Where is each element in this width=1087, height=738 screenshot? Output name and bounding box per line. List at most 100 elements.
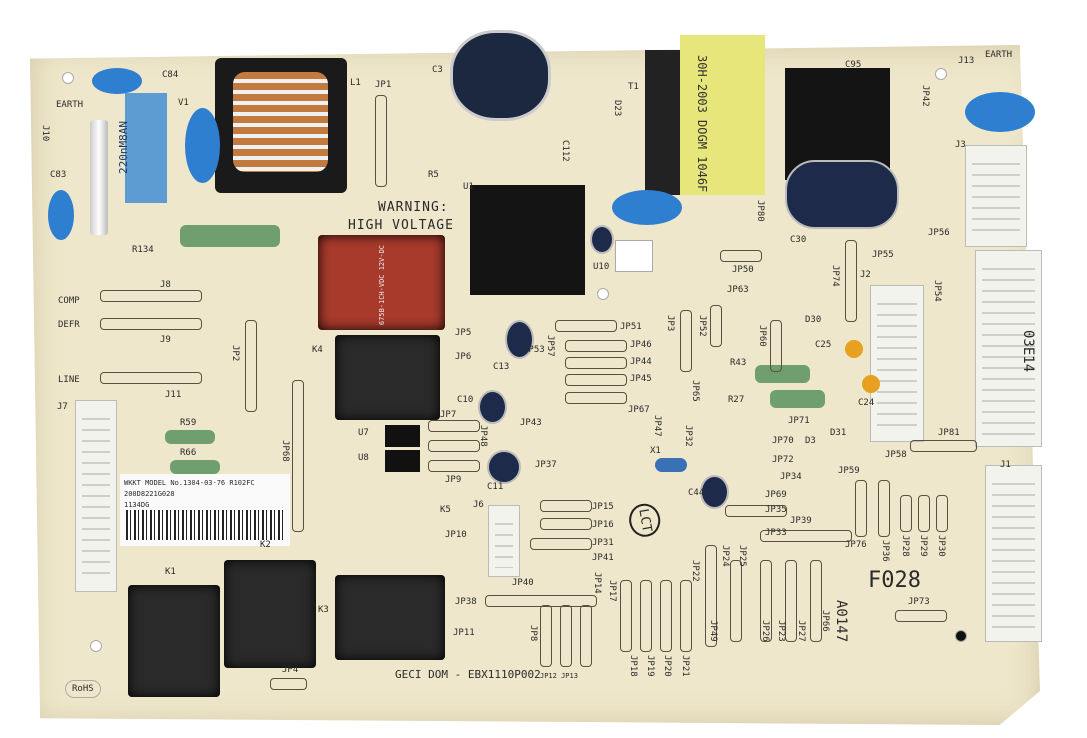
silk-label: J1	[1000, 460, 1011, 470]
silk-label: JP32	[683, 425, 693, 447]
silk-label: JP2	[230, 345, 240, 362]
silk-label: JP42	[920, 85, 930, 107]
jumper	[428, 420, 480, 432]
resistor-r134	[180, 225, 280, 247]
silk-label: JP8	[528, 625, 538, 642]
silk-label: JP71	[788, 416, 810, 426]
jumper	[100, 318, 202, 330]
resistor-r59	[165, 430, 215, 444]
silk-label: JP3	[665, 315, 675, 332]
silk-label: C83	[50, 170, 67, 180]
silk-label: J2	[860, 270, 871, 280]
relay-red: 675B-1CH-VDC 12V-DC	[318, 235, 445, 330]
capacitor-c10	[478, 390, 507, 424]
jumper	[725, 505, 787, 517]
capacitor-c24	[862, 375, 880, 393]
silk-label: JP55	[872, 250, 894, 260]
relay-k4	[335, 335, 440, 420]
jumper	[428, 440, 480, 452]
y-capacitor-c83	[48, 190, 74, 240]
jumper	[710, 305, 722, 347]
silk-label: J7	[57, 402, 68, 412]
silk-label: JP17	[607, 580, 617, 602]
silk-label: C3	[432, 65, 443, 75]
warning-text-voltage: HIGH VOLTAGE	[348, 218, 454, 233]
silk-label: D3	[805, 436, 816, 446]
jumper	[730, 560, 742, 642]
jumper	[428, 460, 480, 472]
silk-label: T1	[628, 82, 639, 92]
jumper	[680, 310, 692, 372]
silk-label: JP30	[936, 535, 946, 557]
capacitor-c30-group	[785, 160, 899, 229]
sticker-part: 200D8221G028	[124, 490, 175, 498]
silk-label: JP24	[720, 545, 730, 567]
model-label-sticker: WKKT MODEL No.1304-03-76 R102FC 200D8221…	[120, 474, 290, 546]
silk-label: JP31	[592, 538, 614, 548]
silk-label: JP51	[620, 322, 642, 332]
silk-label: C30	[790, 235, 807, 245]
silk-label: JP47	[652, 415, 662, 437]
jumper	[245, 320, 257, 412]
silk-label: JP14	[592, 572, 602, 594]
silk-label: K4	[312, 345, 323, 355]
board-part-number: GECI DOM - EBX1110P002	[395, 668, 541, 681]
silk-label: JP58	[885, 450, 907, 460]
silk-label: JP44	[630, 357, 652, 367]
silk-label: JP46	[630, 340, 652, 350]
y-capacitor-center	[612, 190, 682, 225]
jumper	[760, 530, 852, 542]
jumper	[620, 580, 632, 652]
fuse	[90, 120, 108, 235]
silk-label: R59	[180, 418, 197, 428]
silk-label: JP11	[453, 628, 475, 638]
silk-label: K3	[318, 605, 329, 615]
jumper	[270, 678, 307, 690]
silk-label: JP29	[918, 535, 928, 557]
silk-label: JP72	[772, 455, 794, 465]
silk-label: J13	[958, 56, 975, 66]
silk-label: J6	[473, 500, 484, 510]
silk-label: COMP	[58, 296, 80, 306]
mounting-hole	[597, 288, 609, 300]
x-capacitor: 220nM8AN	[117, 93, 167, 203]
silk-label: JP36	[880, 540, 890, 562]
silk-label: JP18	[628, 655, 638, 677]
silk-label: JP54	[932, 280, 942, 302]
silk-label: JP6	[455, 352, 472, 362]
y-capacitor-right	[965, 92, 1035, 132]
silk-label: C13	[493, 362, 510, 372]
silk-label: JP7	[440, 410, 457, 420]
relay-k1	[128, 585, 220, 697]
jumper	[640, 580, 652, 652]
jumper	[910, 440, 977, 452]
silk-label: R5	[428, 170, 439, 180]
y-capacitor-c84	[92, 68, 142, 94]
jumper	[900, 495, 912, 532]
silk-label: DEFR	[58, 320, 80, 330]
silk-label: L1	[350, 78, 361, 88]
jumper	[540, 518, 592, 530]
silk-label: JP74	[830, 265, 840, 287]
jumper	[936, 495, 948, 532]
silk-label: D23	[612, 100, 622, 117]
jumper	[705, 545, 717, 647]
silk-label: JP10	[445, 530, 467, 540]
transformer-t1: 30H-2003 DOGM 1046F	[645, 35, 765, 195]
silk-label: R27	[728, 395, 745, 405]
connector-jp54	[870, 285, 924, 442]
optocoupler-u8	[385, 450, 420, 472]
silk-label: JP27	[796, 620, 806, 642]
jumper	[810, 560, 822, 642]
silk-label: JP59	[838, 466, 860, 476]
connector-j1	[985, 465, 1042, 642]
silk-label: D30	[805, 315, 822, 325]
optocoupler-u7	[385, 425, 420, 447]
silk-label: U1	[463, 182, 474, 192]
silk-label: JP39	[790, 516, 812, 526]
silk-label: JP70	[772, 436, 794, 446]
silk-label: JP57	[545, 335, 555, 357]
jumper	[565, 340, 627, 352]
mounting-hole	[935, 68, 947, 80]
jumper	[530, 538, 592, 550]
